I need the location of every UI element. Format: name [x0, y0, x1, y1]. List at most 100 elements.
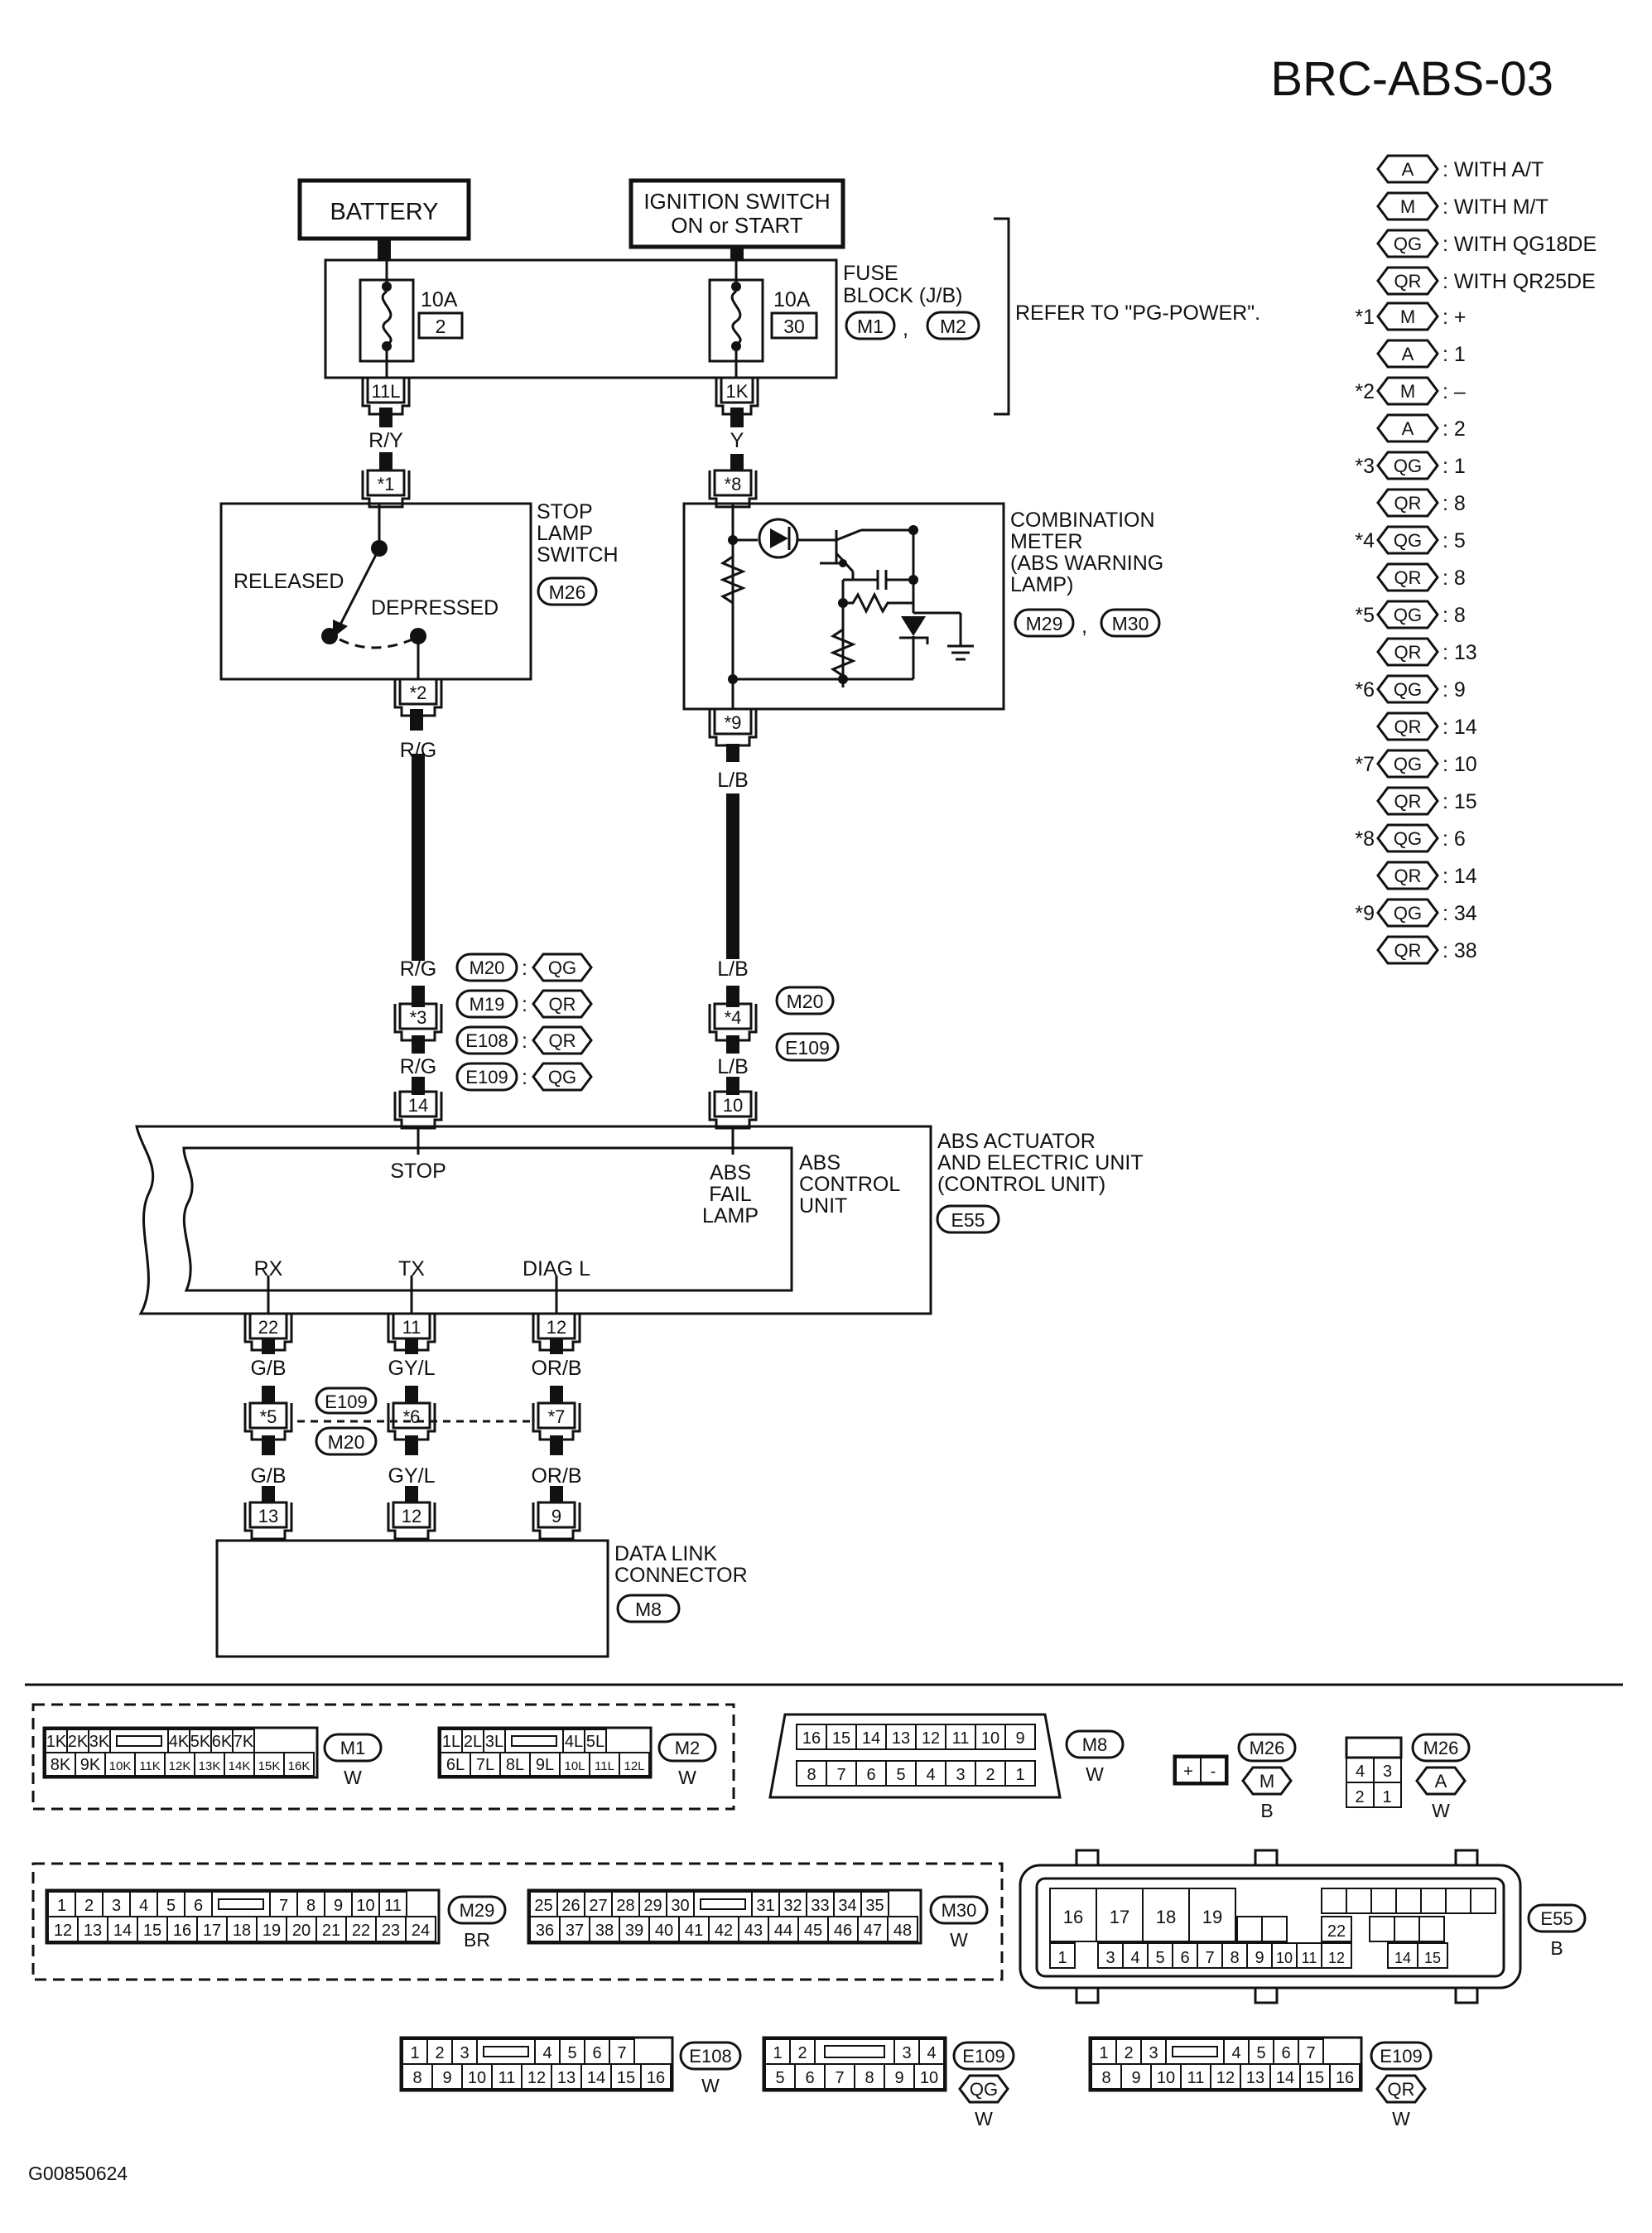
stop-lamp-terminal-in-text: *1 — [378, 474, 395, 494]
svg-text:M29: M29 — [1026, 613, 1063, 634]
wire-label-rg-1: R/G — [400, 739, 436, 762]
m29-top-pin: 9 — [334, 1897, 343, 1915]
e109qr-bottom-pin: 11 — [1187, 2069, 1205, 2087]
dlc-connector-m8: M8 — [616, 1594, 681, 1623]
m29-top-pin: 6 — [194, 1897, 203, 1915]
face-m8-color: W — [1086, 1763, 1104, 1785]
e55-bottom-pin: 9 — [1255, 1949, 1264, 1967]
refer-bracket — [994, 217, 1010, 416]
face-e109qg-name: E109 — [952, 2041, 1015, 2071]
e108-bottom-pin: 8 — [412, 2069, 421, 2087]
e109qr-top-pin: 3 — [1149, 2044, 1158, 2062]
svg-text:E109: E109 — [785, 1037, 830, 1059]
m29-bottom-cell — [405, 1916, 436, 1942]
inline-left-tag-2-text: QR — [549, 1030, 576, 1051]
ignition-line-1: IGNITION SWITCH — [643, 189, 830, 214]
e55-bottom-pin: 5 — [1155, 1949, 1164, 1967]
m2-bottom-pin: 6L — [446, 1756, 465, 1774]
legend-tag-2: QG — [1376, 229, 1439, 258]
e55-bottom-pin: 14 — [1394, 1950, 1411, 1966]
e108-top-pin: 7 — [617, 2044, 626, 2062]
wire-label-gyl-1: GY/L — [388, 1357, 436, 1380]
battery-box: BATTERY — [297, 178, 471, 241]
e109qr-top-pin: 5 — [1256, 2044, 1265, 2062]
connector-group-meter — [31, 1862, 1004, 1981]
pin-note-tag-14-text: QG — [1394, 828, 1422, 849]
pin-note-tag-13: QR — [1376, 786, 1439, 816]
m30-bottom-pin: 42 — [715, 1922, 733, 1940]
abs-terminal-diag-text: 12 — [547, 1317, 566, 1338]
wire-label-gb-2: G/B — [250, 1464, 286, 1488]
m8-top-pin: 12 — [922, 1729, 940, 1748]
inline-right-connector-e109: E109 — [775, 1032, 840, 1062]
m29-top-pin: 3 — [112, 1897, 121, 1915]
legend-tag-0: A — [1376, 154, 1439, 184]
m30-top-pin: 26 — [561, 1897, 580, 1915]
legend-desc-3: : WITH QR25DE — [1442, 270, 1596, 293]
m1-bottom-pin: 9K — [80, 1756, 101, 1774]
m2-bottom-pin: 12L — [624, 1759, 644, 1773]
pin-note-tag-7: QR — [1376, 562, 1439, 592]
abs-terminal-tx: 11 — [387, 1312, 436, 1352]
combination-meter — [682, 502, 1005, 711]
m29-bottom-pin: 19 — [262, 1922, 281, 1940]
pin-note-tag-11: QR — [1376, 711, 1439, 741]
wire-label-lb-1: L/B — [717, 769, 749, 792]
pin-note-val-17: : 38 — [1442, 939, 1477, 962]
e55-big-pin: 18 — [1156, 1907, 1176, 1927]
inline-left-tag-0-text: QG — [548, 957, 576, 978]
fuse-2-element — [730, 290, 742, 346]
legend-desc-1: : WITH M/T — [1442, 195, 1548, 219]
wire-label-lb-3: L/B — [717, 1055, 749, 1078]
switch-released: RELEASED — [234, 570, 344, 593]
m30-bottom-pin: 39 — [625, 1922, 643, 1940]
m29-bottom-pin: 15 — [143, 1922, 161, 1940]
pin-tx-label: TX — [398, 1257, 425, 1280]
combination-meter-connector-m29: M29 — [1014, 608, 1075, 638]
e55-bottom-pin: 3 — [1105, 1949, 1115, 1967]
m1-top-pin: 6K — [212, 1733, 233, 1751]
pin-note-tag-8-text: QG — [1394, 605, 1422, 625]
switch-depressed: DEPRESSED — [371, 596, 498, 620]
m8-top-pin: 14 — [862, 1729, 880, 1748]
pin-note-tag-14: QG — [1376, 823, 1439, 853]
inline-left-conn-3-text: E109 — [465, 1067, 508, 1088]
m2-bottom-cell — [619, 1752, 650, 1777]
e108-top-pin: 6 — [592, 2044, 601, 2062]
face-m29-color: BR — [464, 1929, 490, 1951]
m1-top-pin: 7K — [234, 1733, 254, 1751]
e55-bottom-pin: 4 — [1130, 1949, 1139, 1967]
wire-label-rg-3: R/G — [400, 1055, 436, 1078]
pin-note-tag-9: QR — [1376, 637, 1439, 667]
pin-rx-label: RX — [254, 1257, 283, 1280]
e55-bottom-pin: 7 — [1205, 1949, 1214, 1967]
legend-desc-2: : WITH QG18DE — [1442, 233, 1597, 256]
fuse-block-label-1: FUSE — [843, 262, 898, 285]
wire-label-orb-1: OR/B — [531, 1357, 581, 1380]
abs-actuator-label-2: AND ELECTRIC UNIT — [937, 1151, 1144, 1174]
e108-bottom-pin: 12 — [527, 2069, 546, 2087]
face-e108-color: W — [701, 2075, 720, 2096]
inline-left-tag-3-text: QG — [548, 1067, 576, 1088]
pin-note-star-16: *9 — [1355, 902, 1375, 925]
fuse-2-amp: 10A — [773, 288, 811, 311]
m1-bottom-pin: 8K — [51, 1756, 71, 1774]
pin-note-tag-3-text: A — [1402, 418, 1414, 439]
m2-bottom-pin: 11L — [595, 1759, 614, 1773]
legend-tag-3: QR — [1376, 266, 1439, 296]
stop-lamp-terminal-in: *1 — [361, 469, 411, 509]
ignition-switch-box: IGNITION SWITCH ON or START — [629, 178, 845, 249]
page-code: BRC-ABS-03 — [1270, 52, 1553, 106]
inline-left-tag-1-text: QR — [549, 994, 576, 1015]
m29-bottom-pin: 23 — [382, 1922, 400, 1940]
e108-top-pin: 3 — [460, 2044, 469, 2062]
fuse-2-number: 30 — [783, 316, 805, 337]
e55-big-pin: 19 — [1202, 1907, 1222, 1927]
pin-note-star-10: *6 — [1355, 678, 1375, 702]
e109qr-top-pin: 6 — [1281, 2044, 1290, 2062]
m30-bottom-pin: 38 — [595, 1922, 614, 1940]
e109qr-bottom-pin: 16 — [1336, 2069, 1354, 2087]
